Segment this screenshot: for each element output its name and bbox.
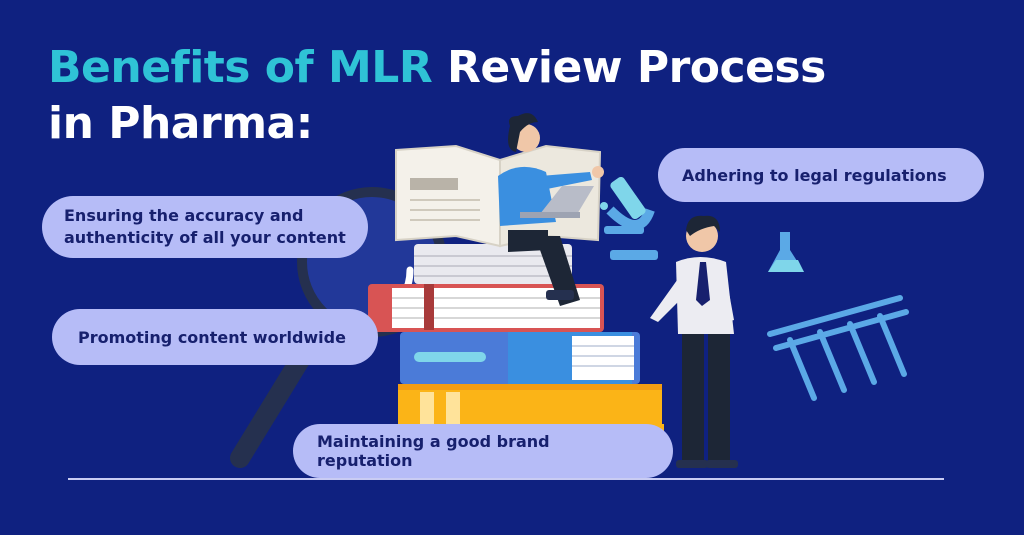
man-presenting-icon <box>650 215 738 468</box>
title-line-1: Benefits of MLR Review Process <box>48 40 826 96</box>
flask-icon <box>768 232 804 272</box>
benefit-pill-legal: Adhering to legal regulations <box>658 148 984 202</box>
benefit-brand-text: Maintaining a good brand reputation <box>317 432 550 470</box>
benefit-accuracy-line-2: authenticity of all your content <box>64 228 346 247</box>
microscope-icon <box>600 176 658 260</box>
benefit-pill-accuracy: Ensuring the accuracy and authenticity o… <box>42 196 368 258</box>
title-line-2: in Pharma: <box>48 98 313 149</box>
woman-with-laptop-icon <box>498 113 604 306</box>
benefit-accuracy-line-1: Ensuring the accuracy and <box>64 206 304 225</box>
benefit-pill-worldwide: Promoting content worldwide <box>52 309 378 365</box>
page-title: Benefits of MLR Review Process in Pharma… <box>48 40 826 152</box>
title-accent: Benefits of MLR <box>48 42 433 93</box>
benefit-worldwide-text: Promoting content worldwide <box>78 327 346 347</box>
title-rest: Review Process <box>432 42 826 93</box>
benefit-legal-text: Adhering to legal regulations <box>682 165 947 185</box>
benefit-pill-brand: Maintaining a good brand reputation <box>293 424 673 478</box>
test-tube-rack-icon <box>767 295 909 401</box>
